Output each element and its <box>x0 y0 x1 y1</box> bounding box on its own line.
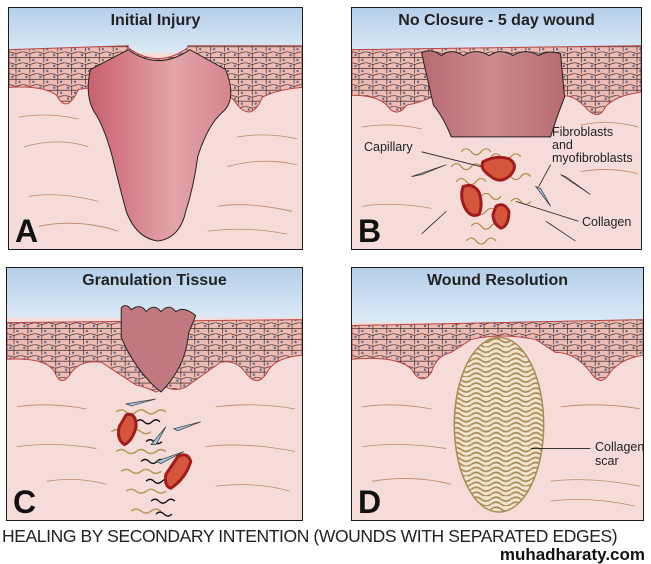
dermis-fibers <box>361 122 639 209</box>
wound-resolution-illustration <box>352 268 643 520</box>
dermis-fibers <box>16 404 296 492</box>
panel-no-closure: No Closure - 5 day wound Capillary Fibro… <box>351 7 642 250</box>
fibroblasts <box>411 164 591 242</box>
epidermis-layer <box>352 319 643 381</box>
initial-injury-illustration <box>9 8 302 249</box>
label-capillary: Capillary <box>364 140 413 154</box>
dermis-fibers <box>361 404 641 507</box>
fibroblasts <box>124 398 201 464</box>
wound-clot <box>87 49 232 242</box>
fibroblast-cell <box>411 164 447 177</box>
fibroblast-cell <box>534 185 551 207</box>
panel-title: Initial Injury <box>110 12 201 29</box>
panel-title: Granulation Tissue <box>82 272 227 289</box>
sky-background <box>352 268 643 323</box>
panel-granulation-tissue: Granulation Tissue C <box>6 267 303 521</box>
fibroblast-cell <box>421 211 447 235</box>
panel-letter: D <box>358 484 382 520</box>
fibroblast-cell <box>545 220 576 242</box>
capillary-vessel <box>460 183 483 217</box>
fibroblast-cell <box>172 421 201 432</box>
capillary-vessel <box>491 203 511 230</box>
wound-scab <box>420 50 566 138</box>
capillaries <box>460 155 516 230</box>
fibroblast-cell <box>150 426 167 445</box>
label-collagen-scar-line1: Collagen <box>595 440 644 454</box>
label-leader-lines <box>421 151 579 222</box>
granulation-tissue-illustration <box>7 268 302 520</box>
label-fibroblasts-line2: and <box>552 138 573 152</box>
label-collagen: Collagen <box>582 215 632 229</box>
panel-letter: A <box>15 213 39 249</box>
fibroblast-cell <box>560 174 591 195</box>
label-fibroblasts-line3: myofibroblasts <box>552 151 633 165</box>
panel-letter: C <box>13 484 37 520</box>
panel-letter: B <box>358 213 382 249</box>
capillary-vessel <box>480 155 516 182</box>
capillaries <box>116 412 193 490</box>
fibroblast-cell <box>124 398 157 407</box>
capillary-vessel <box>116 412 138 447</box>
fibroblast-cell <box>155 451 184 464</box>
wound-scab <box>120 305 197 393</box>
panel-wound-resolution: Wound Resolution Collagen scar D <box>351 267 644 521</box>
no-closure-illustration <box>352 8 641 249</box>
dermis-fibers <box>18 114 298 235</box>
label-collagen-scar-line2: scar <box>595 454 619 468</box>
figure-caption: HEALING BY SECONDARY INTENTION (WOUNDS W… <box>2 526 618 546</box>
panel-title: No Closure - 5 day wound <box>398 12 595 29</box>
panel-title: Wound Resolution <box>426 272 568 289</box>
watermark: muhadharaty.com <box>499 545 645 564</box>
label-fibroblasts-line1: Fibroblasts <box>552 125 614 139</box>
collagen-scar <box>453 336 545 513</box>
panel-initial-injury: Initial Injury A <box>8 7 303 250</box>
capillary-vessel <box>163 453 193 490</box>
sky-background <box>352 8 641 53</box>
